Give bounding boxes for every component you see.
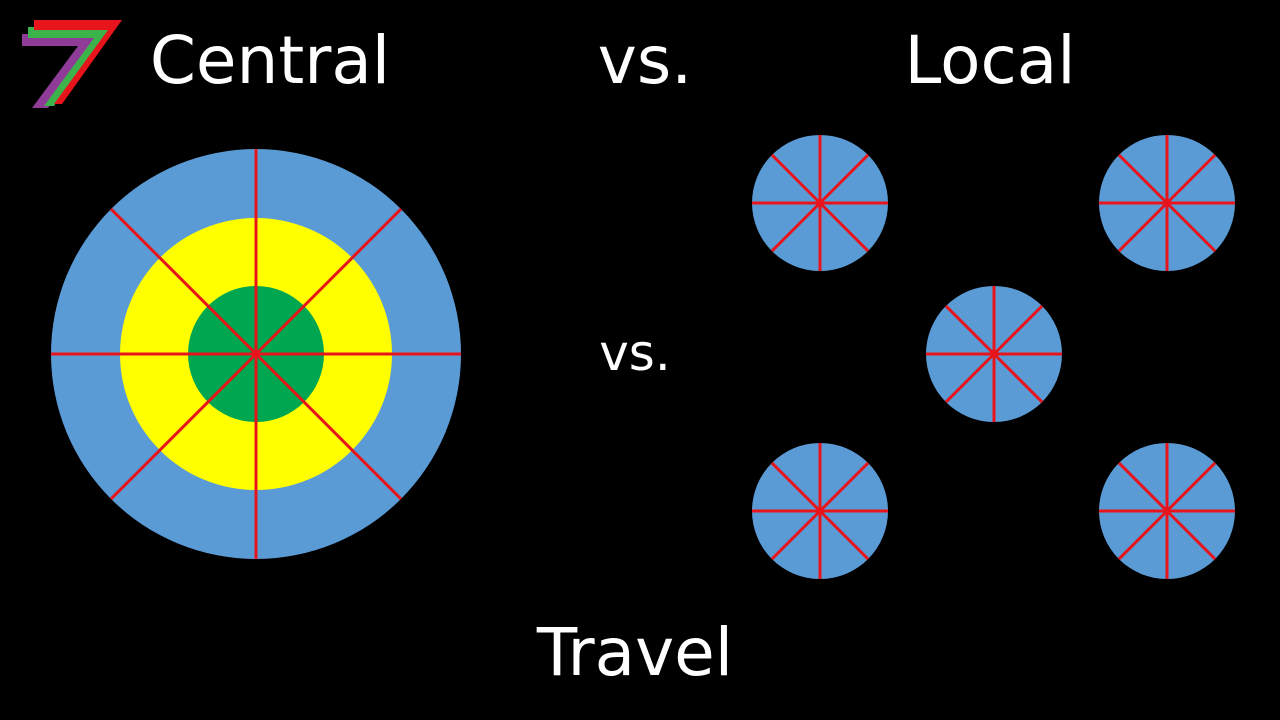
local-hub-1-spoke-4 — [770, 201, 822, 253]
local-hub-1-spoke-8 — [818, 153, 870, 205]
local-hub-4-spoke-2 — [818, 509, 870, 561]
title-local: Local — [904, 22, 1076, 99]
local-hub-1-spoke-2 — [818, 201, 870, 253]
local-hub-4-spoke-8 — [818, 461, 870, 513]
local-hub-4-spoke-6 — [770, 461, 822, 513]
local-hub-2-spoke-6 — [1117, 153, 1169, 205]
local-hub-1-spoke-6 — [770, 153, 822, 205]
local-hub-3-spoke-8 — [992, 304, 1044, 356]
logo-stripe-green — [28, 27, 112, 106]
local-hub-3-spoke-6 — [944, 304, 996, 356]
local-hubs-diagram — [752, 135, 1235, 579]
local-hub-4-center-dot — [816, 507, 824, 515]
footer-travel: Travel — [536, 614, 734, 691]
central-spoke-8 — [254, 207, 403, 356]
local-hub-2-center-dot — [1163, 199, 1171, 207]
local-hub-3-spoke-2 — [992, 352, 1044, 404]
local-hub-5-center-dot — [1163, 507, 1171, 515]
local-hub-3-spoke-4 — [944, 352, 996, 404]
central-spoke-4 — [109, 352, 258, 501]
central-spoke-2 — [254, 352, 403, 501]
middle-vs-label: vs. — [599, 324, 671, 382]
title-vs: vs. — [597, 22, 693, 99]
local-hub-5-spoke-6 — [1117, 461, 1169, 513]
local-hub-5-spoke-8 — [1165, 461, 1217, 513]
local-hub-2-spoke-2 — [1165, 201, 1217, 253]
local-hub-1 — [752, 135, 888, 271]
central-center-dot — [252, 350, 260, 358]
central-spoke-6 — [109, 207, 258, 356]
local-hub-1-center-dot — [816, 199, 824, 207]
seven-logo-icon — [22, 20, 122, 108]
title-central: Central — [149, 22, 391, 99]
logo-stripe-purple — [22, 34, 102, 108]
local-hub-4 — [752, 443, 888, 579]
local-hub-2-spoke-8 — [1165, 153, 1217, 205]
central-hub-diagram — [51, 149, 461, 559]
local-hub-3-center-dot — [990, 350, 998, 358]
local-hub-5-spoke-4 — [1117, 509, 1169, 561]
local-hub-4-spoke-4 — [770, 509, 822, 561]
local-hub-5-spoke-2 — [1165, 509, 1217, 561]
logo-stripe-red — [34, 20, 122, 104]
local-hub-3 — [926, 286, 1062, 422]
local-hub-5 — [1099, 443, 1235, 579]
local-hub-2-spoke-4 — [1117, 201, 1169, 253]
local-hub-2 — [1099, 135, 1235, 271]
